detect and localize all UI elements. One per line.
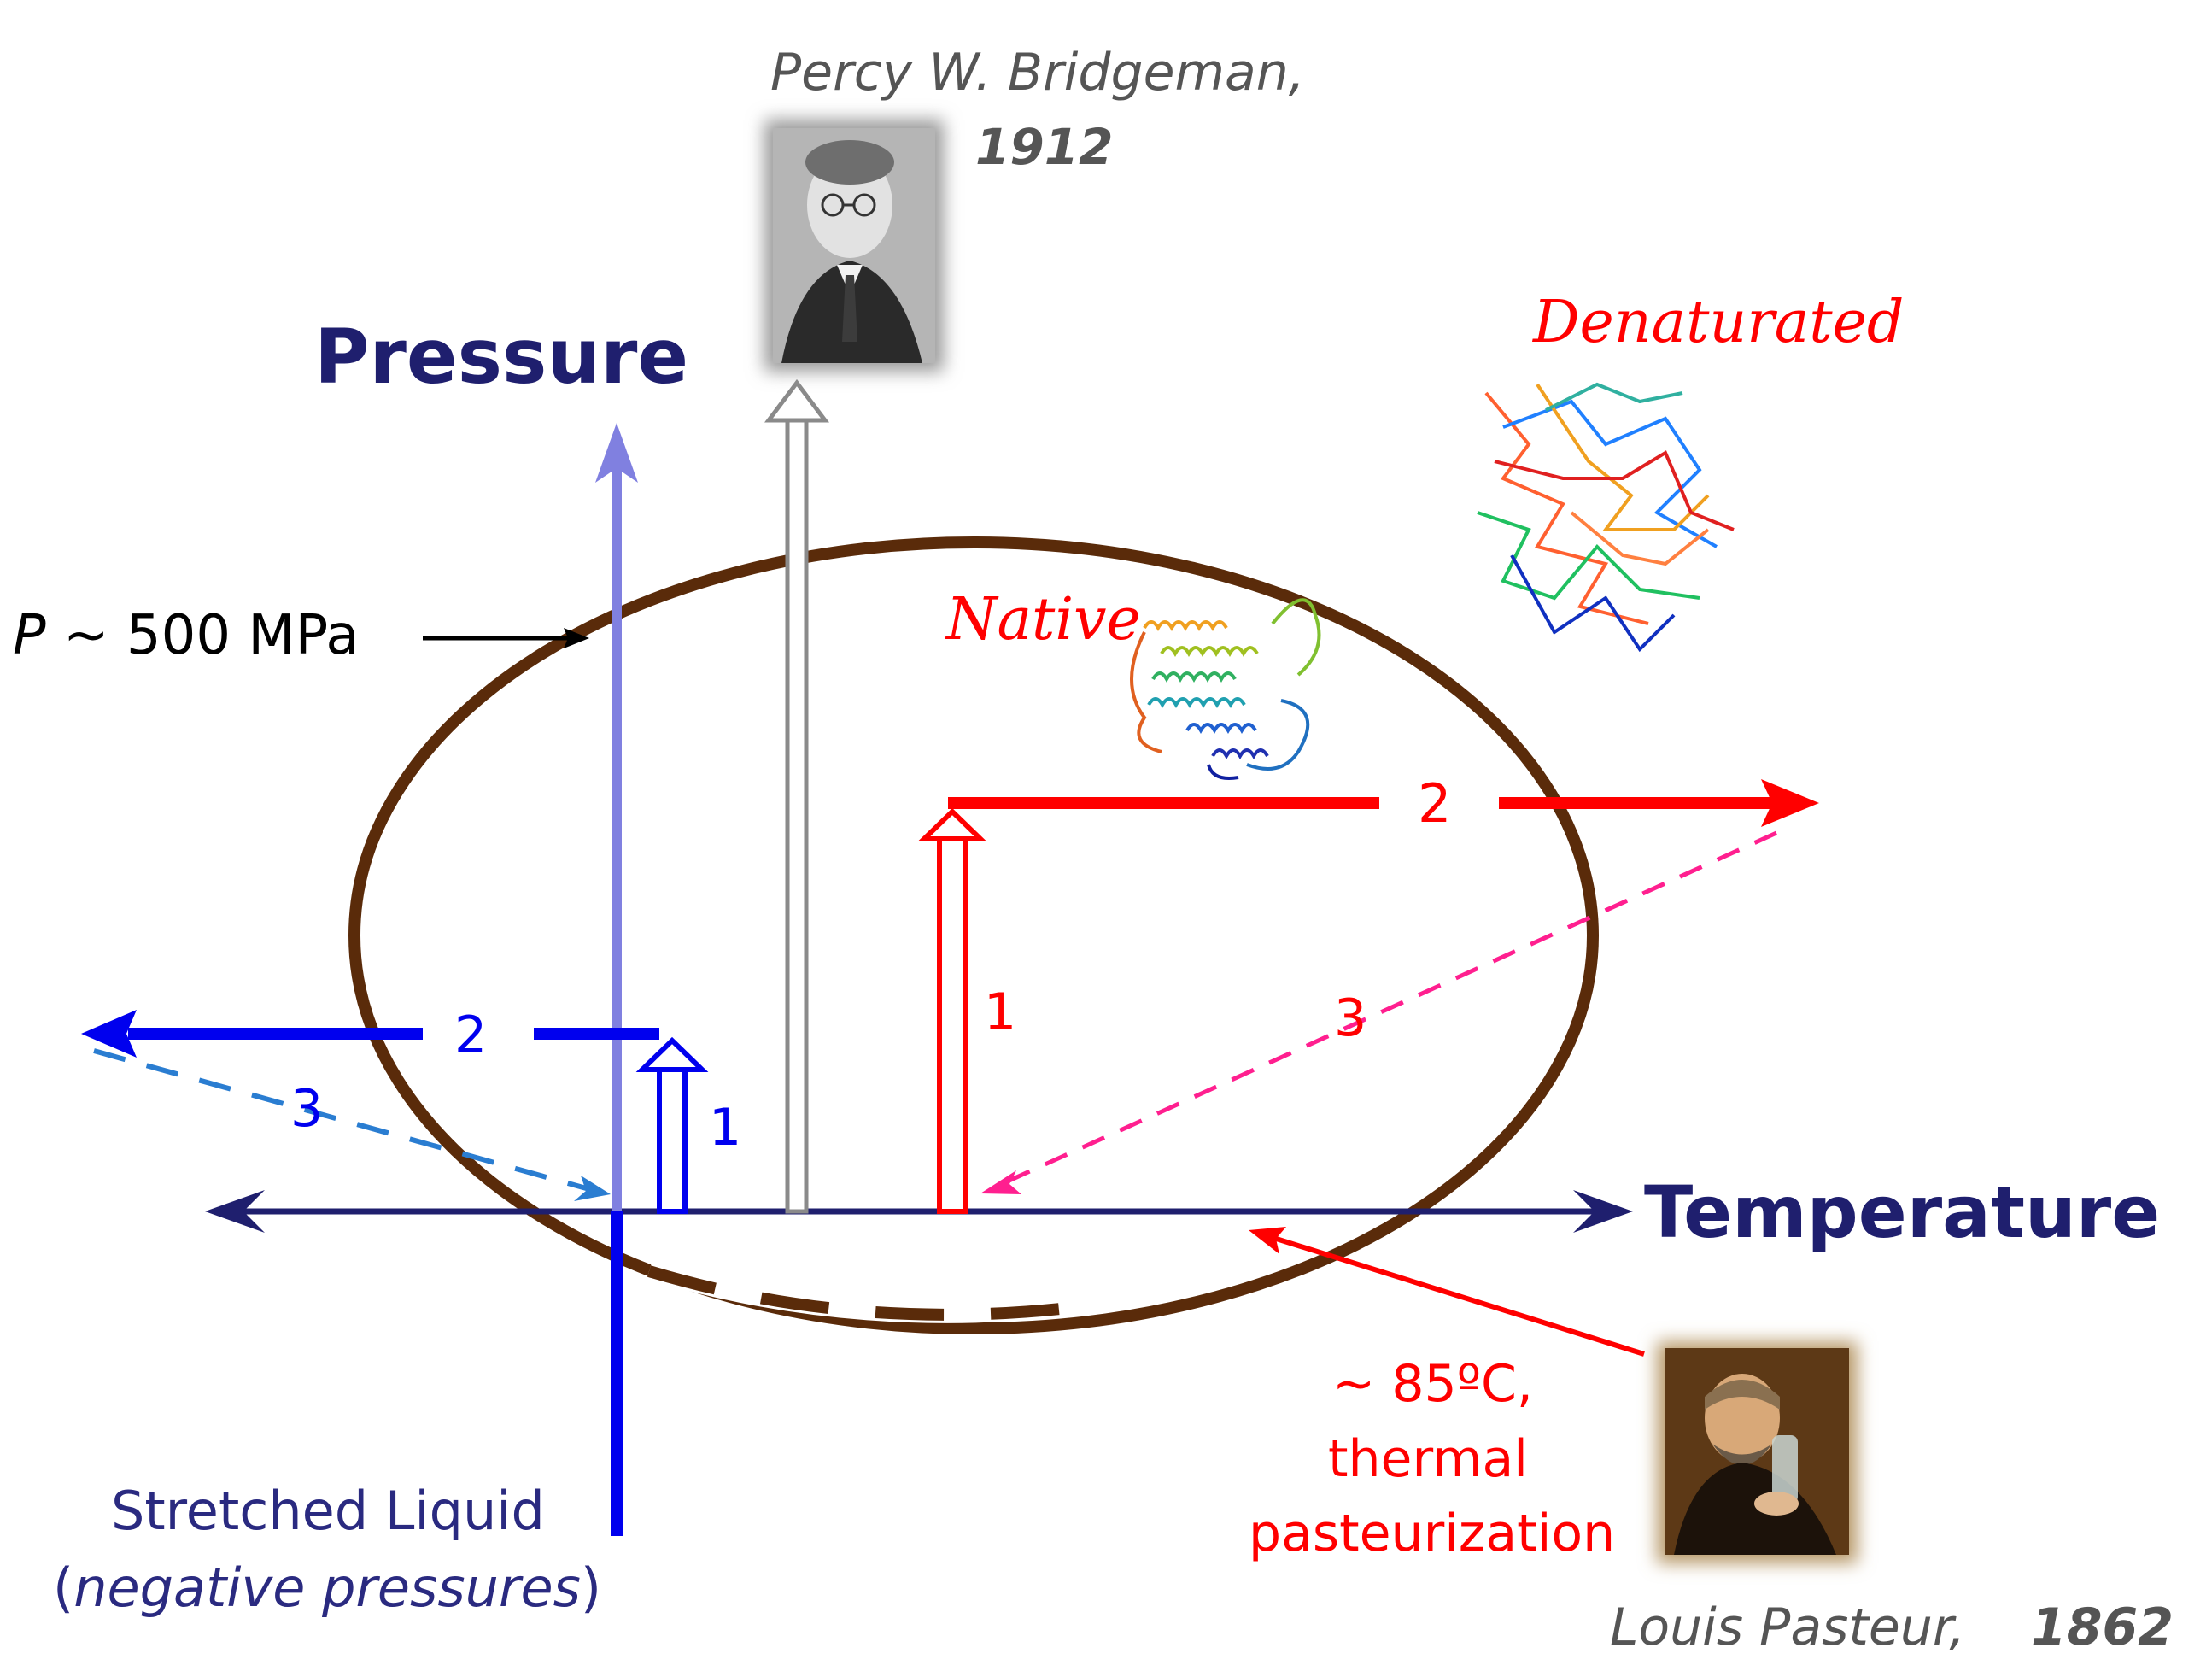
- bridgeman-portrait: [764, 120, 944, 372]
- pressure-axis-label: Pressure: [314, 313, 688, 401]
- red-step1-label: 1: [984, 982, 1016, 1042]
- blue-path-step2-arrow: [81, 1010, 659, 1058]
- negative-pressures-label: (negative pressures): [53, 1557, 601, 1619]
- pasteur-year: 1862: [2031, 1598, 2174, 1657]
- temperature-axis-label: Temperature: [1644, 1170, 2160, 1254]
- pasteur-thermal-label: thermal: [1328, 1429, 1528, 1489]
- red-path-step2-arrow: [948, 779, 1819, 827]
- denaturated-state-label: Denaturated: [1531, 289, 1904, 356]
- native-state-label: Native: [945, 586, 1141, 654]
- pasteur-pointer-arrow: [1249, 1227, 1645, 1357]
- pasteur-temperature-label: ~ 85ºC,: [1332, 1354, 1533, 1414]
- denatured-protein-structure: [1477, 382, 1735, 653]
- pressure-pointer-arrow: [423, 628, 589, 648]
- stability-ellipse: [348, 536, 1599, 1334]
- blue-step2-label: 2: [454, 1006, 487, 1065]
- pasteur-name: Louis Pasteur,: [1610, 1598, 1965, 1657]
- native-protein-structure: [1130, 598, 1321, 780]
- bridgeman-hollow-arrow: [764, 378, 829, 1214]
- blue-path-step1-arrow: [635, 1036, 709, 1214]
- blue-step3-label: 3: [290, 1079, 323, 1139]
- red-step2-label: 2: [1418, 772, 1451, 835]
- pressure-axis: [595, 423, 638, 1536]
- temperature-axis: [205, 1190, 1633, 1233]
- blue-path-step3-dashed: [93, 1048, 611, 1201]
- pressure-value-label: P ~ 500 MPa: [13, 604, 360, 667]
- bridgeman-year: 1912: [975, 118, 1113, 176]
- stretched-liquid-label: Stretched Liquid: [111, 1480, 545, 1542]
- pasteur-process-label: pasteurization: [1249, 1504, 1615, 1563]
- pasteur-portrait: [1657, 1341, 1858, 1563]
- red-step3-label: 3: [1334, 988, 1366, 1048]
- blue-step1-label: 1: [709, 1098, 741, 1158]
- red-path-step1-arrow: [917, 807, 987, 1214]
- red-path-step3-dashed: [980, 830, 1778, 1194]
- ellipse-dashed-segment: [647, 1263, 1078, 1323]
- bridgeman-name: Percy W. Bridgeman,: [770, 43, 1305, 103]
